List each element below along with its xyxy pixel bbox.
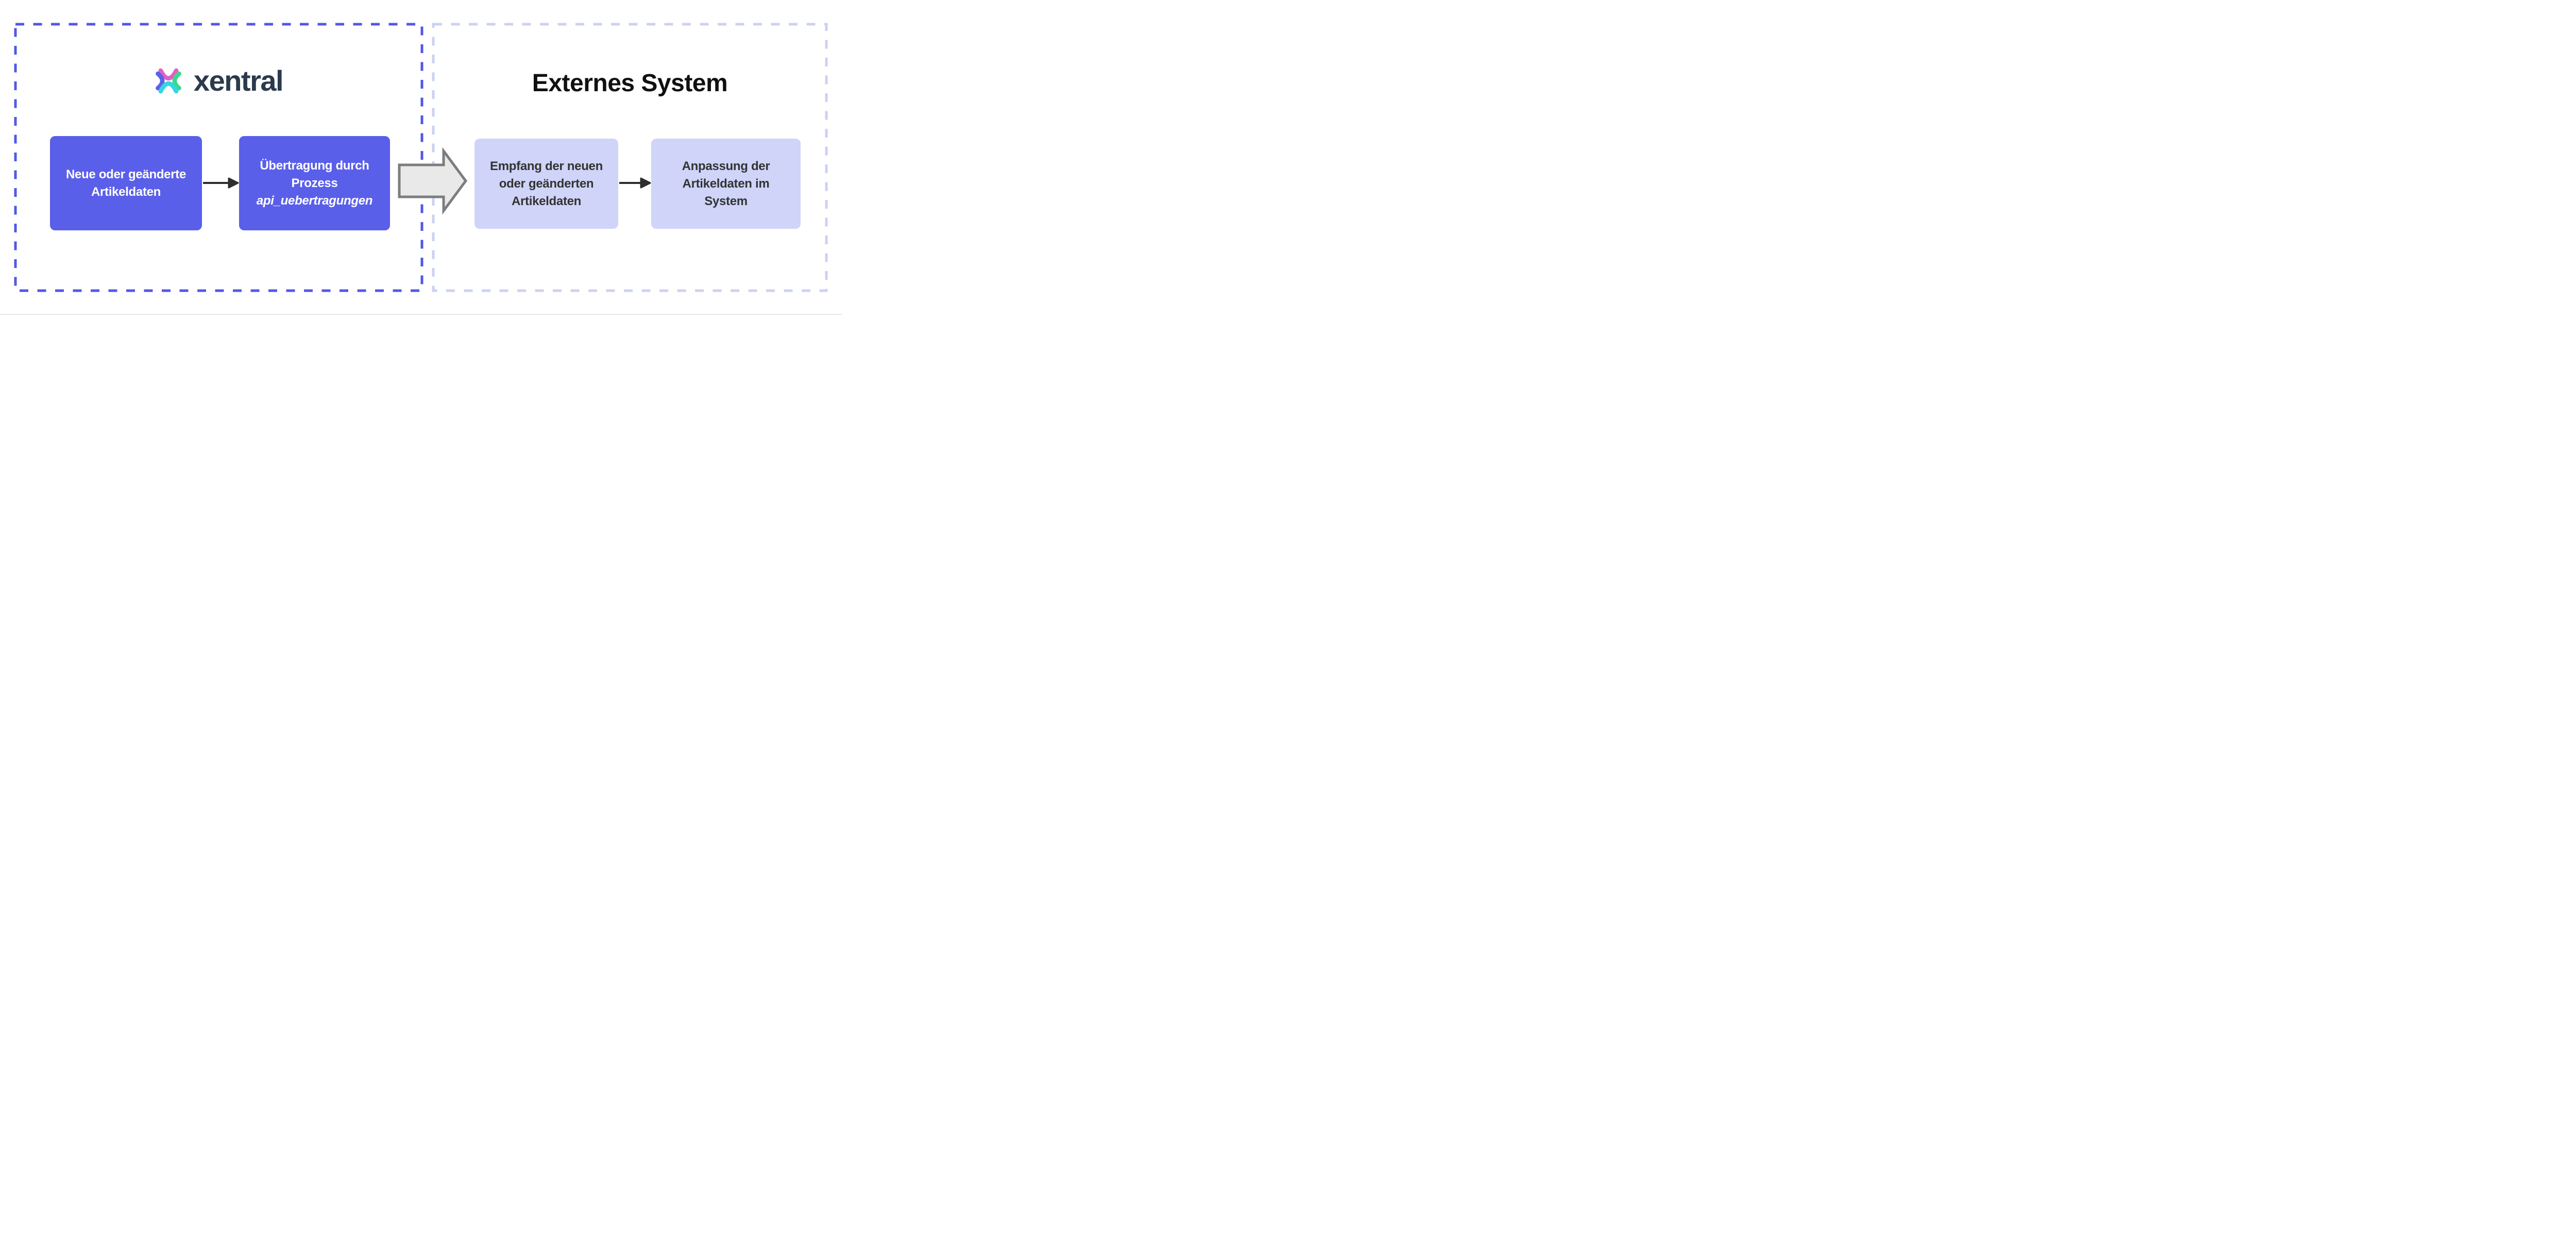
- step-adjust-article-data: Anpassung der Artikeldaten im System: [651, 139, 801, 229]
- step-text-line: Artikeldaten: [91, 184, 161, 199]
- step-new-or-changed-article-data: Neue oder geänderte Artikeldaten: [50, 136, 202, 230]
- step-text-line: Artikeldaten: [511, 194, 582, 208]
- step-text-line: Artikeldaten im: [682, 176, 770, 191]
- step-text-line: System: [704, 194, 748, 208]
- step-text-line: Neue oder geänderte: [65, 167, 187, 181]
- external-system-title: Externes System: [532, 70, 728, 97]
- integration-flow-diagram: xentral Externes System Neue oder geände…: [0, 0, 842, 315]
- big-transfer-arrow-icon: [398, 147, 468, 215]
- xentral-logo: xentral: [15, 65, 422, 97]
- step-transfer-by-process: Übertragung durch Prozess api_uebertragu…: [239, 136, 390, 230]
- bottom-divider: [0, 314, 842, 315]
- step-text-line: Übertragung durch: [260, 158, 369, 173]
- process-name-text: api_uebertragungen: [256, 193, 373, 208]
- connector-arrow-2-icon: [619, 177, 651, 189]
- step-receive-article-data: Empfang der neuen oder geänderten Artike…: [474, 139, 618, 229]
- xentral-x-icon: [156, 68, 181, 94]
- xentral-wordmark: xentral: [193, 64, 284, 97]
- external-group-border: [432, 23, 828, 292]
- step-text-line: Empfang der neuen: [490, 159, 603, 173]
- step-text-line: Anpassung der: [682, 159, 770, 173]
- group-borders-layer: [14, 23, 828, 292]
- xentral-group-border: [14, 23, 423, 292]
- step-text-line: oder geänderten: [499, 176, 594, 191]
- step-text-line: Prozess: [291, 176, 338, 190]
- connector-arrow-1-icon: [203, 177, 239, 189]
- arrows-layer: [203, 147, 651, 215]
